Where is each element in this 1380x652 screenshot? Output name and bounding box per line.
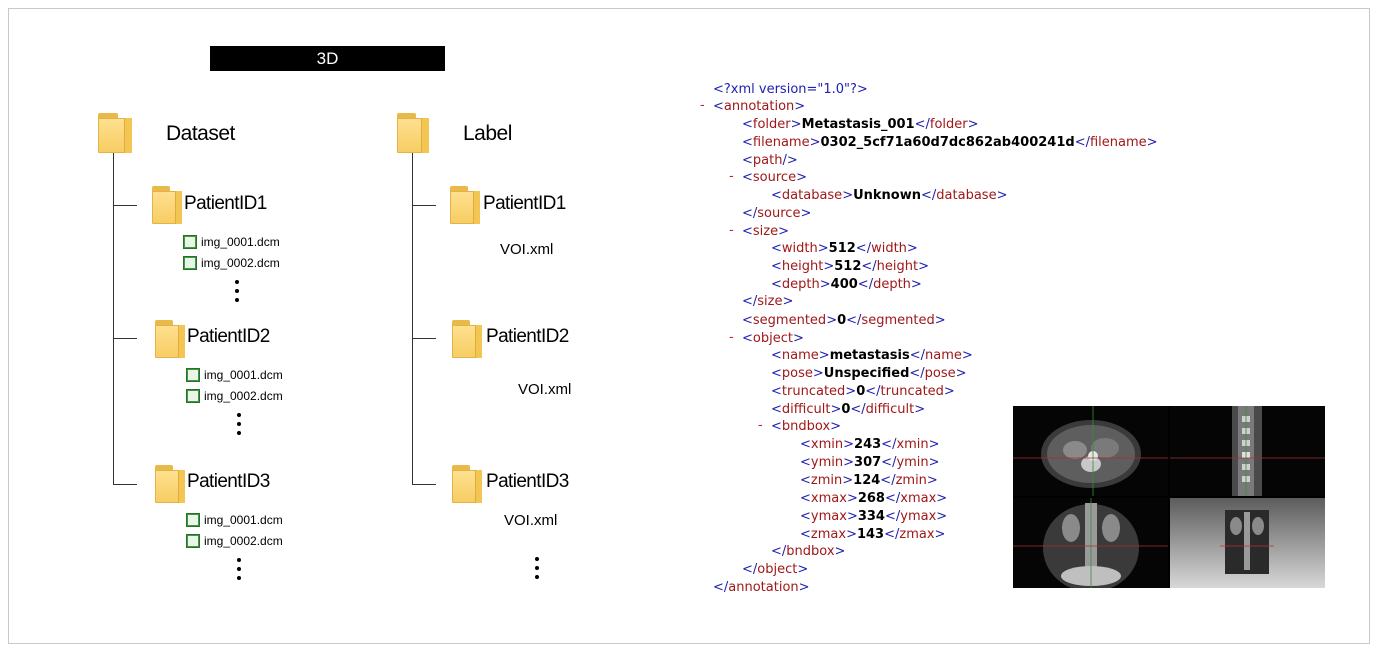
xml-depth: <depth>400</depth>: [771, 277, 922, 292]
label-patient3-folder-icon: [452, 465, 482, 503]
ct-axial-view: [1013, 406, 1168, 496]
label-tree-trunk: [412, 153, 413, 485]
label-branch-2: [412, 338, 436, 339]
label-patient3-ellipsis: [535, 557, 539, 584]
xml-annotation-open: <annotation>: [713, 99, 806, 114]
collapse-annotation-icon[interactable]: -: [700, 98, 705, 113]
xml-filename: <filename>0302_5cf71a60d7dc862ab400241d<…: [742, 135, 1158, 150]
dataset-patient1-file-2[interactable]: img_0002.dcm: [183, 254, 280, 270]
label-patient3-label: PatientID3: [486, 471, 569, 492]
xml-object-close: </object>: [742, 562, 809, 577]
xml-source-open: <source>: [742, 170, 807, 185]
xml-truncated: <truncated>0</truncated>: [771, 384, 955, 399]
label-patient2-xml-file[interactable]: VOI.xml: [518, 381, 572, 398]
xml-ymin: <ymin>307</ymin>: [800, 455, 940, 470]
dataset-patient3-label: PatientID3: [187, 471, 270, 492]
xml-zmin: <zmin>124</zmin>: [800, 473, 938, 488]
dataset-patient1-ellipsis: [235, 280, 239, 307]
label-patient3-xml-file[interactable]: VOI.xml: [504, 512, 558, 529]
xml-xmin: <xmin>243</xmin>: [800, 437, 940, 452]
dataset-patient2-folder-icon: [155, 320, 185, 358]
dataset-branch-2: [113, 338, 137, 339]
label-patient1-folder-icon: [450, 186, 480, 224]
ct-coronal-view: [1013, 498, 1168, 588]
dataset-tree-trunk: [113, 153, 114, 485]
xml-height: <height>512</height>: [771, 259, 930, 274]
dataset-patient1-folder-icon: [152, 186, 182, 224]
xml-folder: <folder>Metastasis_001</folder>: [742, 117, 979, 132]
dicom-file-icon: [186, 388, 200, 403]
dicom-file-icon: [186, 367, 200, 382]
dataset-patient2-label: PatientID2: [187, 326, 270, 347]
dicom-file-icon: [183, 255, 197, 270]
label-patient1-xml-file[interactable]: VOI.xml: [500, 241, 554, 258]
xml-width: <width>512</width>: [771, 241, 918, 256]
ct-viewer-image: [1013, 406, 1325, 588]
dataset-patient3-file-2[interactable]: img_0002.dcm: [186, 532, 283, 548]
dataset-patient3-folder-icon: [155, 465, 185, 503]
xml-declaration: <?xml version="1.0"?>: [713, 82, 868, 97]
dataset-patient2-file-1[interactable]: img_0001.dcm: [186, 366, 283, 382]
xml-segmented: <segmented>0</segmented>: [742, 313, 946, 328]
xml-pose: <pose>Unspecified</pose>: [771, 366, 967, 381]
figure-frame: [8, 8, 1370, 644]
dataset-branch-1: [113, 205, 137, 206]
label-root-label: Label: [463, 122, 512, 145]
dataset-patient2-ellipsis: [237, 413, 241, 440]
label-branch-1: [412, 205, 436, 206]
label-patient2-label: PatientID2: [486, 326, 569, 347]
label-patient2-folder-icon: [452, 320, 482, 358]
label-folder-icon: [397, 113, 429, 153]
collapse-object-icon[interactable]: -: [729, 330, 734, 345]
collapse-size-icon[interactable]: -: [729, 223, 734, 238]
dataset-patient1-label: PatientID1: [184, 193, 267, 214]
label-patient1-label: PatientID1: [483, 193, 566, 214]
ct-sagittal-view: [1170, 406, 1325, 496]
dimension-banner: 3D: [210, 46, 445, 71]
dataset-folder-icon: [98, 113, 132, 153]
xml-bndbox-close: </bndbox>: [771, 544, 846, 559]
xml-path: <path/>: [742, 153, 798, 168]
collapse-bndbox-icon[interactable]: -: [758, 418, 763, 433]
xml-size-close: </size>: [742, 294, 794, 309]
xml-xmax: <xmax>268</xmax>: [800, 491, 948, 506]
xml-bndbox-open: <bndbox>: [771, 419, 842, 434]
xml-ymax: <ymax>334</ymax>: [800, 509, 948, 524]
dicom-file-icon: [183, 234, 197, 249]
xml-zmax: <zmax>143</zmax>: [800, 527, 946, 542]
xml-object-open: <object>: [742, 331, 804, 346]
dataset-branch-3: [113, 484, 137, 485]
xml-difficult: <difficult>0</difficult>: [771, 402, 926, 417]
dicom-file-icon: [186, 533, 200, 548]
dataset-patient3-ellipsis: [237, 558, 241, 585]
dataset-root-label: Dataset: [166, 122, 235, 145]
dataset-patient1-file-1[interactable]: img_0001.dcm: [183, 233, 280, 249]
xml-database: <database>Unknown</database>: [771, 188, 1008, 203]
xml-source-close: </source>: [742, 206, 812, 221]
xml-annotation-close: </annotation>: [713, 580, 810, 595]
ct-3d-view: [1170, 498, 1325, 588]
xml-name: <name>metastasis</name>: [771, 348, 973, 363]
collapse-source-icon[interactable]: -: [729, 169, 734, 184]
xml-size-open: <size>: [742, 224, 790, 239]
dataset-patient3-file-1[interactable]: img_0001.dcm: [186, 511, 283, 527]
dicom-file-icon: [186, 512, 200, 527]
label-branch-3: [412, 484, 436, 485]
dataset-patient2-file-2[interactable]: img_0002.dcm: [186, 387, 283, 403]
